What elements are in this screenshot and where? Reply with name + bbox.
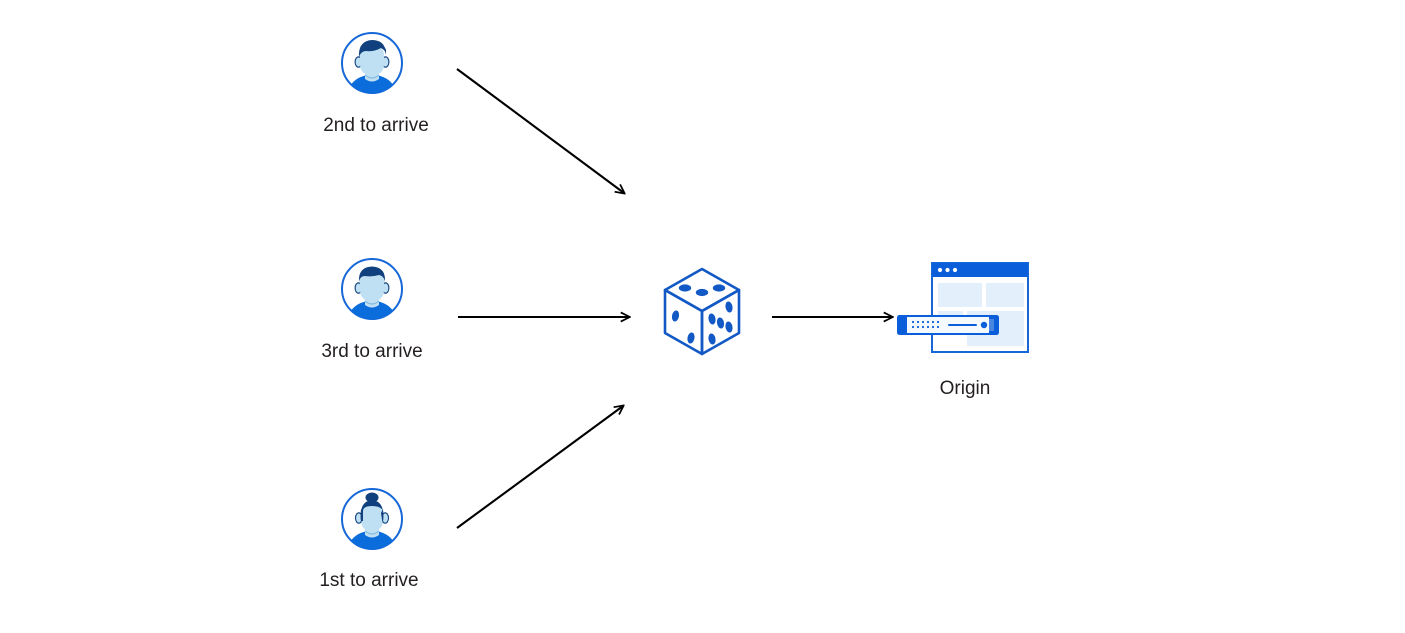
dice-icon — [660, 266, 744, 358]
user-label-1st: 1st to arrive — [319, 570, 419, 591]
origin-label: Origin — [939, 378, 991, 399]
browser-window — [931, 262, 1029, 353]
server-device — [897, 315, 999, 335]
user-label-3rd: 3rd to arrive — [321, 341, 423, 362]
origin-server-icon — [896, 258, 1032, 358]
edge-1st-to-dice — [456, 406, 623, 529]
user-avatar-icon-1st — [340, 487, 404, 551]
user-label-2nd: 2nd to arrive — [323, 115, 429, 136]
user-avatar-icon-3rd — [340, 257, 404, 321]
user-avatar-icon-2nd — [340, 31, 404, 95]
